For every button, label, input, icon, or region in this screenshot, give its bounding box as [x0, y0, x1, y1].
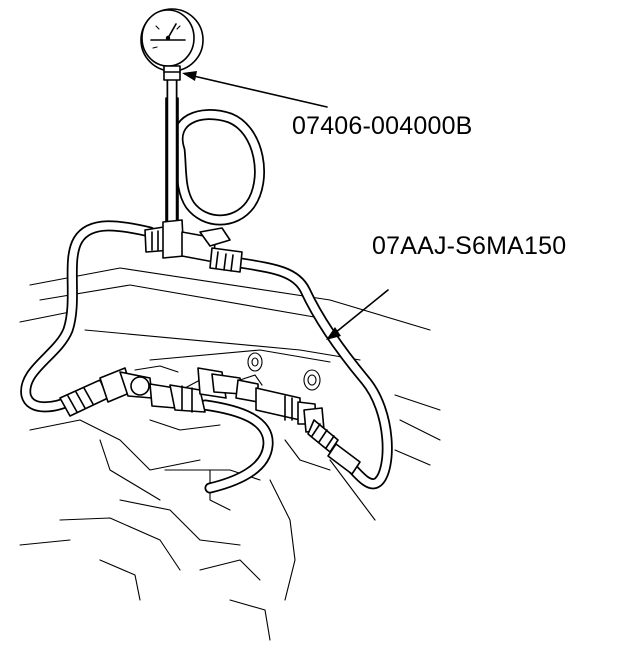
tee-fitting: [144, 219, 243, 273]
y-hose-assembly: [20, 220, 393, 494]
hose-part-number-label: 07AAJ-S6MA150: [372, 232, 567, 260]
leader-lines: [182, 71, 389, 340]
pressure-gauge: [140, 8, 204, 81]
lower-left-fittings: [59, 367, 206, 417]
gauge-hose-coil: [165, 74, 266, 231]
engine-outline: [19, 267, 441, 641]
gauge-part-number-label: 07406-004000B: [292, 112, 473, 140]
right-lower-fittings: [303, 407, 361, 475]
